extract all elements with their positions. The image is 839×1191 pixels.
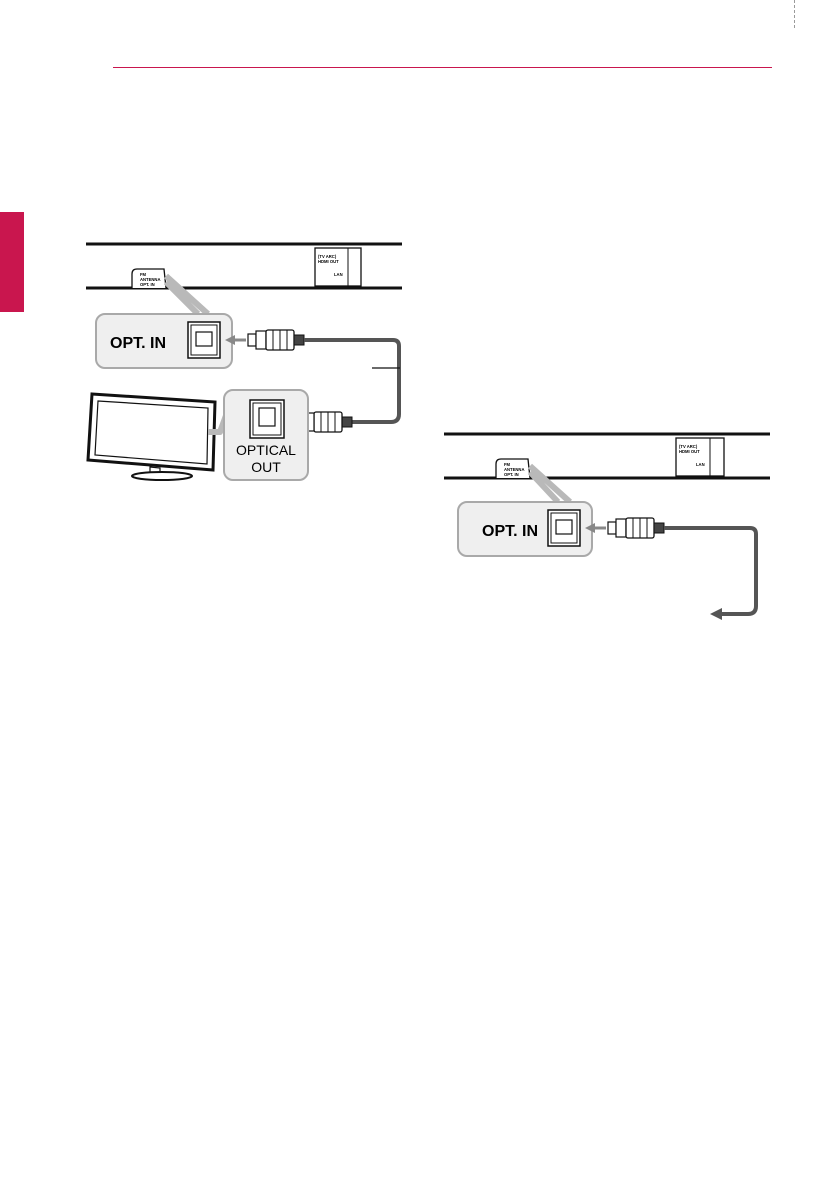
signal-arrow bbox=[225, 335, 235, 345]
plug-2 bbox=[341, 416, 353, 428]
opt-in-callout-label: OPT. IN bbox=[482, 523, 538, 540]
panel-label-opt-in: OPT. IN bbox=[140, 282, 155, 287]
opt-in-callout-label: OPT. IN bbox=[110, 335, 166, 352]
device-connection-illustration: FM ANTENNA OPT. IN (TV ARC) HDMI OUT LAN… bbox=[444, 432, 770, 620]
callout-leader bbox=[163, 273, 211, 317]
opt-in-port-plate bbox=[131, 268, 167, 289]
hdmi-label-out: HDMI OUT bbox=[318, 259, 339, 264]
panel-label-antenna: ANTENNA bbox=[504, 467, 524, 472]
callout-leader bbox=[527, 463, 573, 505]
lan-label: LAN bbox=[334, 272, 343, 277]
tv-connection-illustration: FM ANTENNA OPT. IN (TV ARC) HDMI OUT LAN… bbox=[86, 242, 402, 481]
tv-stand bbox=[131, 471, 193, 481]
optical-cable bbox=[664, 526, 758, 616]
cable-arrow bbox=[710, 608, 722, 620]
device-optical-connection-diagram: FM ANTENNA OPT. IN (TV ARC) HDMI OUT LAN… bbox=[438, 426, 778, 630]
hdmi-label-out: HDMI OUT bbox=[679, 449, 700, 454]
opt-in-port-plate bbox=[495, 458, 531, 479]
signal-arrow bbox=[585, 523, 595, 533]
tv-optical-connection-diagram: FM ANTENNA OPT. IN (TV ARC) HDMI OUT LAN… bbox=[80, 236, 410, 496]
hdmi-label-arc: (TV ARC) bbox=[318, 254, 337, 259]
optical-cable bbox=[304, 338, 401, 424]
chapter-tab bbox=[0, 212, 24, 312]
hdmi-lan-box bbox=[314, 247, 362, 287]
panel-label-opt-in: OPT. IN bbox=[504, 472, 519, 477]
optical-out-label-1: OPTICAL bbox=[236, 442, 296, 458]
panel-label-fm: FM bbox=[504, 462, 511, 467]
hdmi-lan-box bbox=[675, 437, 725, 477]
panel-label-antenna: ANTENNA bbox=[140, 277, 160, 282]
lan-label: LAN bbox=[696, 462, 705, 467]
optical-out-label-2: OUT bbox=[251, 459, 281, 475]
hdmi-label-arc: (TV ARC) bbox=[679, 444, 698, 449]
page-trim-mark bbox=[794, 0, 795, 28]
plug bbox=[607, 521, 617, 535]
plug-1 bbox=[247, 333, 257, 347]
header-rule bbox=[113, 67, 772, 68]
panel-label-fm: FM bbox=[140, 272, 147, 277]
